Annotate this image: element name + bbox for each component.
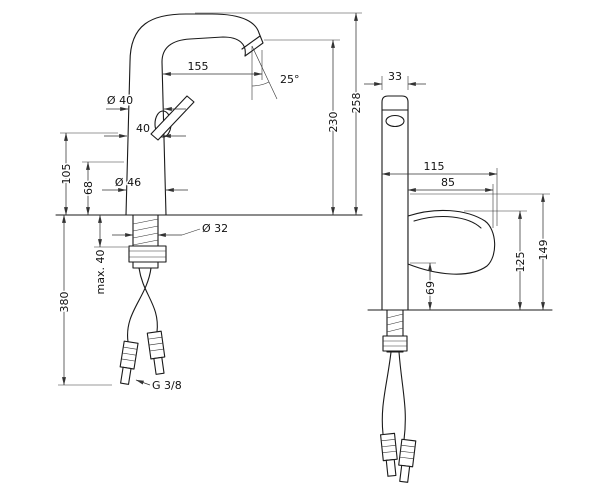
aerator-line [241,35,261,50]
dim-handle-underside-height-label: 69 [424,281,437,295]
dim-aerator-height: 68 [81,161,124,216]
faucet-body-front [367,95,553,483]
dim-handle-width-label: 40 [136,122,150,135]
dim-body-width-label: 33 [388,70,402,83]
dim-handle-reach-overall-label: 115 [424,160,445,173]
spout-outline [125,13,264,216]
supply-hose-front [381,351,392,435]
thread-hatch [132,218,159,246]
dim-spout-angle-label: 25° [280,73,300,86]
hose-connector [119,340,139,385]
dim-top-diameter-label: Ø 40 [107,94,133,107]
dim-handle-height-label: 105 [60,164,73,185]
supply-hose [127,267,152,343]
dim-base-diameter-label: Ø 46 [115,176,141,189]
dim-max-deck-thickness-label: max. 40 [94,250,107,295]
hose-connector-front [380,432,398,477]
dim-aerator-height-label: 68 [82,181,95,195]
dim-overall-height-label: 258 [350,93,363,114]
dim-spout-reach-label: 155 [188,60,209,73]
supply-hose-front [398,351,406,441]
dim-base-diameter: Ø 46 [102,175,188,192]
aerator-front [385,114,405,128]
dim-handle-reach-label: 85 [441,176,455,189]
dim-shaft-diameter-label: Ø 32 [202,222,228,235]
dim-body-width: 33 [364,69,426,90]
dim-shaft-diameter: Ø 32 [112,221,230,237]
dim-spout-reach: 155 [162,50,263,80]
faucet-body-side [55,13,363,385]
dim-hose-length-label: 380 [58,292,71,313]
dim-handle-pivot-height: 125 [464,210,529,311]
dim-handle-top-height: 149 [410,193,552,311]
dim-spout-outlet-height: 230 [264,39,342,216]
thread-hatch-front [386,313,404,333]
front-view: 33 115 85 69 125 149 [364,69,553,483]
body-outline-front [381,95,409,311]
handle-paddle-front [407,209,496,275]
dim-max-deck-thickness: max. 40 [93,214,128,296]
threaded-shaft [132,214,159,269]
hose-connector-front [398,438,417,483]
dim-handle-top-height-label: 149 [537,240,550,261]
dim-overall-height: 258 [195,12,365,216]
dim-handle-height: 105 [59,132,118,216]
dim-handle-underside-height: 69 [410,262,439,311]
dim-handle-width: 40 [104,121,186,138]
dim-handle-pivot-height-label: 125 [514,252,527,273]
threaded-shaft-front [386,309,404,353]
dim-connection-thread-label: G 3/8 [152,379,182,392]
mounting-nut [128,245,167,263]
handle-paddle-detail [413,216,482,229]
dim-top-diameter: Ø 40 [105,93,186,111]
dim-handle-reach: 85 [407,175,494,228]
dim-spout-angle: 25° [251,45,301,100]
dim-handle-reach-overall: 115 [381,159,498,226]
mounting-nut-front [382,335,408,352]
hose-connector [146,330,166,375]
supply-hose [138,267,158,333]
dim-hose-length: 380 [57,214,112,386]
dim-connection-thread: G 3/8 [135,378,183,394]
dim-spout-outlet-height-label: 230 [327,112,340,133]
side-view: 155 25° Ø 40 40 105 [55,12,365,394]
handle-lever [150,95,195,141]
